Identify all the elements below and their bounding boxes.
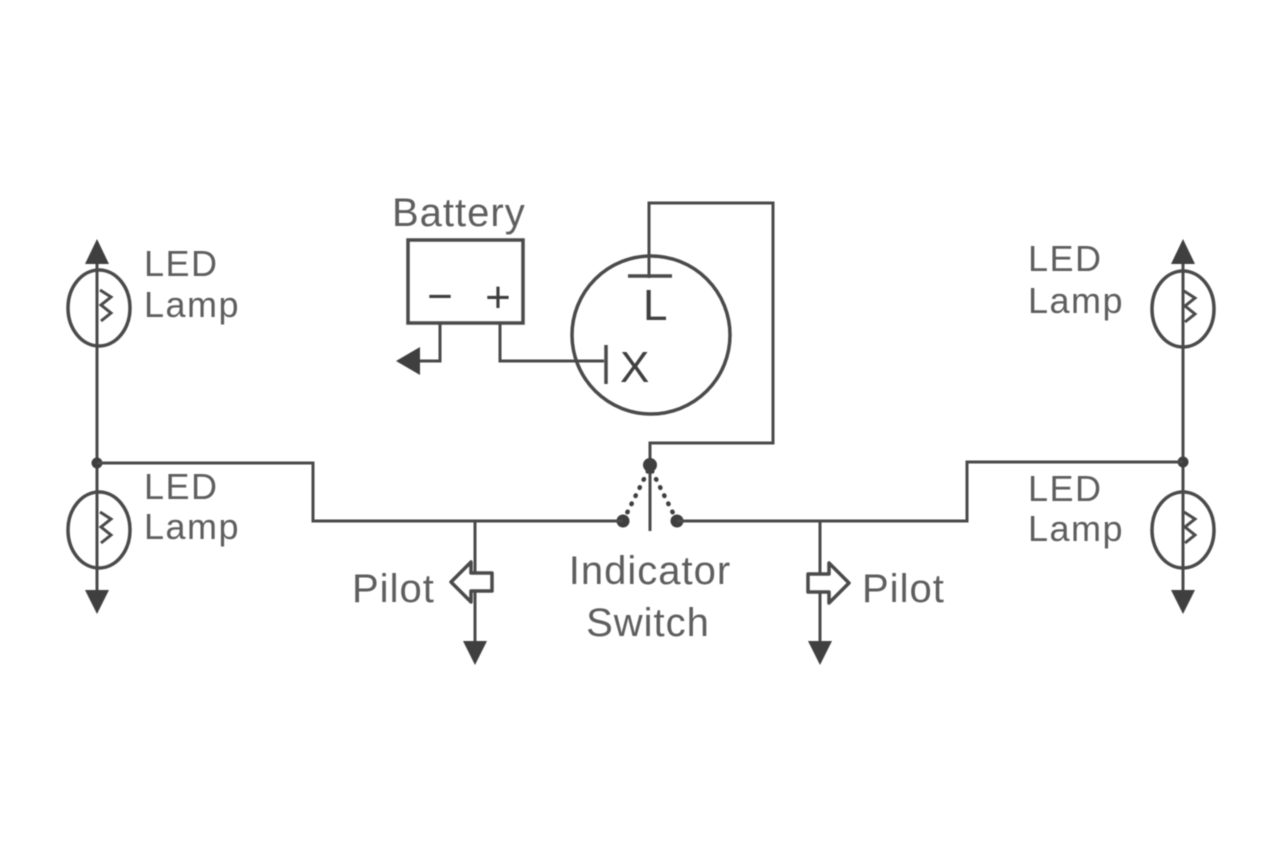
arrow-down-icon — [85, 590, 109, 614]
right-bottom-lamp-label: LED Lamp — [1028, 468, 1124, 549]
terminal-l-label: L — [643, 281, 667, 330]
lamp-label-line2: Lamp — [1028, 280, 1124, 321]
battery-box — [406, 238, 525, 325]
right-circuit-wire — [677, 460, 1183, 523]
led-lamp-icon — [66, 490, 132, 570]
switch-label-line2: Switch — [586, 601, 710, 645]
right-lamp-branch — [1150, 239, 1216, 614]
arrow-down-icon — [1171, 590, 1195, 614]
switch-common-contact — [643, 458, 657, 472]
terminal-x-label: X — [620, 343, 649, 392]
battery-positive-wire — [498, 323, 604, 363]
led-lamp-icon — [66, 268, 132, 348]
lamp-label-line2: Lamp — [144, 506, 240, 547]
battery-plus-terminal: + — [485, 273, 511, 322]
lamp-label-line2: Lamp — [1028, 508, 1124, 549]
flasher-relay-circle — [570, 254, 732, 416]
battery-label: Battery — [392, 191, 526, 235]
lamp-label-line1: LED — [144, 466, 219, 507]
lamp-label-line2: Lamp — [144, 284, 240, 325]
battery: Battery − + — [392, 191, 604, 375]
arrow-up-icon — [1171, 239, 1195, 264]
arrow-down-icon — [808, 641, 832, 665]
left-lamp-branch — [66, 239, 132, 614]
pilot-right-label: Pilot — [862, 567, 945, 611]
right-pilot: Pilot — [806, 521, 945, 665]
left-pilot: Pilot — [352, 521, 494, 665]
switch-throw-right — [649, 468, 677, 518]
ground-arrow-icon — [396, 347, 420, 375]
flasher-relay: L X — [570, 201, 775, 462]
battery-negative-wire — [419, 323, 442, 363]
left-top-lamp-label: LED Lamp — [144, 243, 240, 325]
left-bottom-lamp-label: LED Lamp — [144, 466, 240, 547]
relay-to-switch-wire — [647, 201, 775, 462]
pilot-right-arrow-icon — [806, 561, 851, 605]
arrow-up-icon — [85, 239, 109, 264]
switch-throw-left — [623, 468, 651, 518]
right-top-lamp-label: LED Lamp — [1028, 238, 1124, 321]
switch-label-line1: Indicator — [569, 549, 731, 593]
lamp-label-line1: LED — [1028, 468, 1103, 509]
left-circuit-wire — [97, 461, 623, 523]
arrow-down-icon — [463, 641, 487, 665]
lamp-label-line1: LED — [1028, 238, 1103, 279]
lamp-label-line1: LED — [144, 243, 219, 284]
pilot-left-arrow-icon — [449, 560, 494, 604]
indicator-switch: Indicator Switch — [569, 458, 731, 645]
battery-minus-terminal: − — [427, 272, 453, 321]
pilot-left-label: Pilot — [352, 567, 435, 611]
